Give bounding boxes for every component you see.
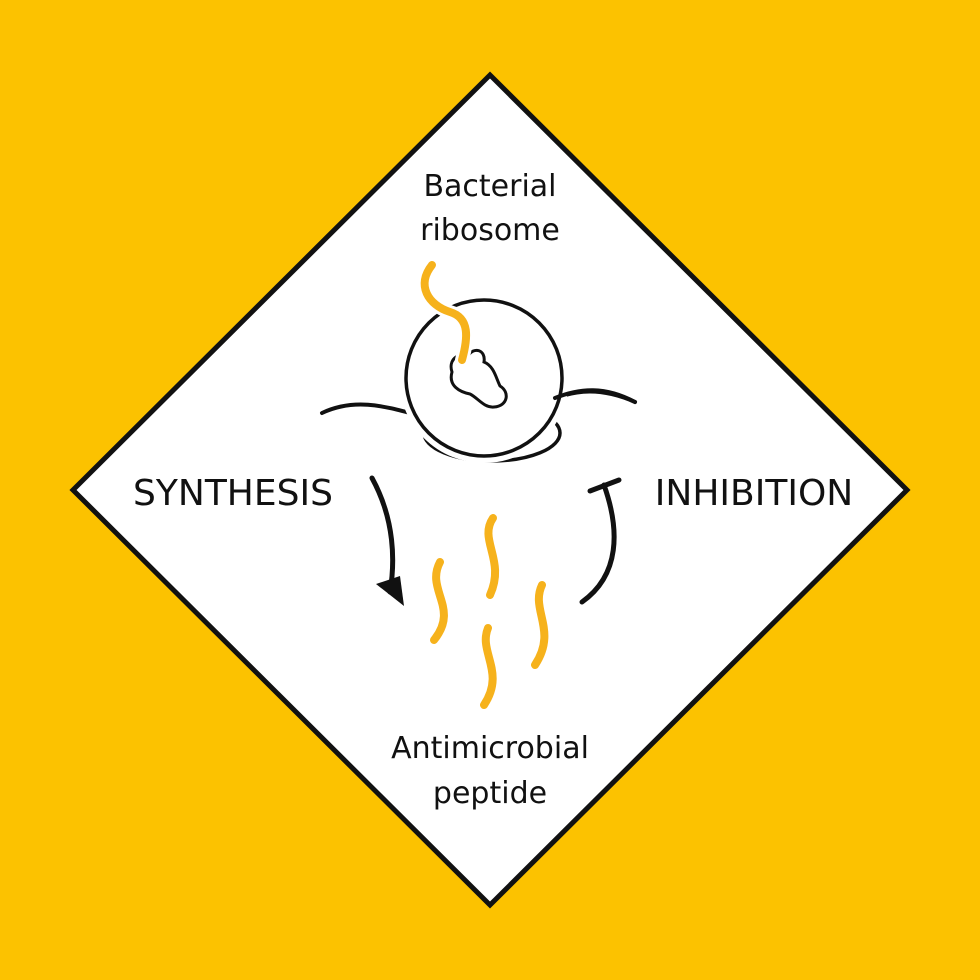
mrna-strand-front: [553, 388, 637, 404]
peptide-squiggle-3: [531, 581, 549, 669]
peptide-label-line2: peptide: [433, 776, 547, 811]
synthesis-label: SYNTHESIS: [133, 473, 333, 514]
ribosome-icon: [316, 258, 641, 465]
peptide-squiggle-1: [484, 514, 500, 599]
peptide-squiggle-2: [430, 558, 448, 644]
inhibition-bar: [587, 477, 622, 494]
peptide-squiggle-icon: [430, 514, 549, 709]
nascent-peptide: [420, 261, 471, 364]
inhibition-label: INHIBITION: [655, 473, 853, 514]
peptide-label-line1: Antimicrobial: [391, 731, 589, 766]
inhibition-arrow-line: [579, 482, 617, 605]
diamond-panel: [69, 71, 911, 909]
peptide-squiggle-4: [480, 624, 497, 709]
ribosome-label-line2: ribosome: [420, 213, 560, 248]
inhibition-bar-arrow-icon: [579, 477, 622, 605]
curved-arrow-icon: [369, 475, 404, 606]
ribosome-label-line1: Bacterial: [423, 169, 556, 204]
synthesis-arrow-head: [376, 576, 404, 606]
